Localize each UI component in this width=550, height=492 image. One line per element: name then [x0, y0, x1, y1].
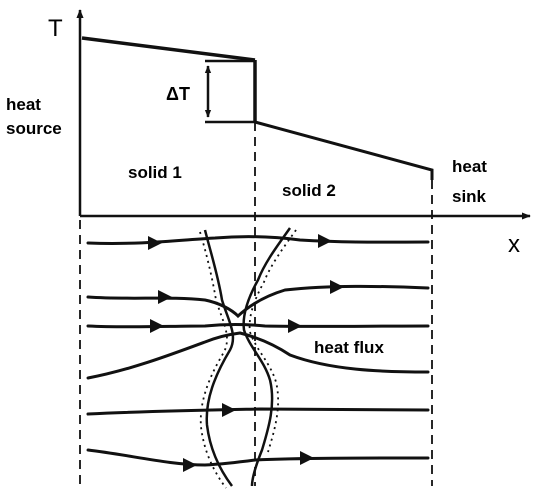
flux-arrow-6b	[300, 451, 314, 465]
solid-1-label: solid 1	[128, 163, 182, 182]
flux-arrow-3b	[288, 319, 302, 333]
temperature-profile-solid-2	[254, 120, 434, 180]
y-axis-label: T	[48, 15, 63, 42]
flux-arrow-5a	[222, 403, 236, 417]
heat-sink-label: heat sink	[452, 157, 492, 206]
x-axis-label: x	[508, 231, 520, 258]
flux-lines	[86, 235, 430, 467]
flux-line-2	[86, 284, 430, 319]
flux-arrowheads	[148, 234, 344, 472]
delta-t-label: ΔT	[166, 84, 190, 104]
flux-arrow-3a	[150, 319, 164, 333]
flux-arrow-2a	[158, 290, 172, 304]
flux-arrow-1a	[148, 236, 162, 250]
heat-source-line-2: source	[6, 119, 62, 138]
interface-right-boundary	[242, 227, 292, 487]
heat-sink-line-1: heat	[452, 157, 487, 176]
flux-arrow-1b	[318, 234, 332, 248]
flux-line-6	[86, 448, 430, 467]
flux-line-1	[86, 235, 430, 245]
interface-asperities	[199, 229, 297, 489]
asperities-left	[199, 231, 228, 489]
temperature-profile-solid-1	[81, 36, 256, 62]
heat-source-label: heat source	[6, 95, 62, 138]
flux-arrow-6a	[183, 458, 197, 472]
flux-line-3	[86, 323, 430, 329]
flux-arrow-2b	[330, 280, 344, 294]
flux-line-4	[86, 331, 430, 380]
contact-interface	[203, 227, 292, 487]
heat-sink-line-2: sink	[452, 187, 487, 206]
heat-flux-label: heat flux	[314, 338, 384, 357]
flux-line-5	[86, 407, 430, 416]
asperities-right	[248, 229, 297, 453]
solid-2-label: solid 2	[282, 181, 336, 200]
interface-left-boundary	[203, 229, 235, 487]
heat-source-line-1: heat	[6, 95, 41, 114]
